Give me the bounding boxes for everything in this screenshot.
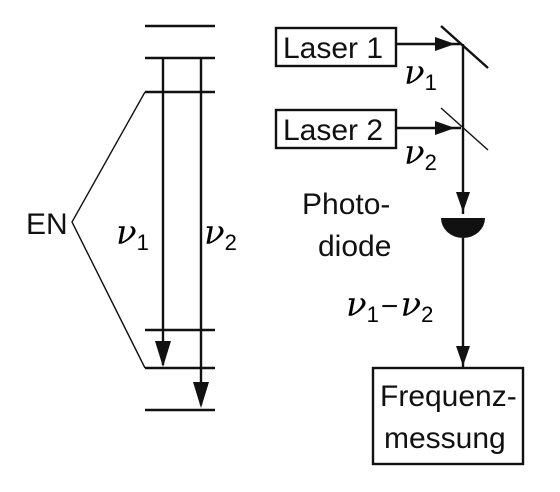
transition-2-label: ν2 — [204, 213, 237, 255]
photodiode-label-line2: diode — [318, 230, 391, 263]
beam-1-label: ν1 — [404, 53, 437, 95]
transition-1-label: ν1 — [116, 213, 149, 255]
frequency-measurement-line2: messung — [384, 422, 506, 455]
beam-2-arrowhead — [435, 121, 455, 135]
transition-arrow-2-head — [193, 382, 209, 408]
en-bracket — [71, 91, 146, 369]
experimental-setup: Laser 1 Laser 2 ν1 ν2 Photo- diode ν1−ν2… — [274, 25, 525, 466]
signal-arrowhead — [456, 346, 470, 366]
laser-2-label: Laser 2 — [283, 114, 383, 147]
laser-2-box — [274, 108, 398, 150]
beam-splitter — [440, 107, 489, 151]
laser-1-label: Laser 1 — [283, 32, 383, 65]
frequency-measurement-box — [371, 366, 525, 466]
mirror-1 — [440, 25, 489, 69]
en-label: EN — [26, 208, 68, 241]
transition-arrow-1-head — [155, 341, 171, 367]
photodiode-symbol — [441, 218, 485, 238]
combined-beam-arrowhead — [456, 192, 470, 212]
beam-2-label: ν2 — [404, 133, 437, 175]
frequency-measurement-line1: Frequenz- — [380, 380, 517, 413]
photodiode-label-line1: Photo- — [302, 188, 390, 221]
energy-level-scheme: EN ν1 ν2 — [26, 24, 237, 412]
laser-1-box — [274, 26, 398, 68]
difference-frequency-label: ν1−ν2 — [346, 285, 433, 327]
beam-1-arrowhead — [435, 37, 455, 51]
